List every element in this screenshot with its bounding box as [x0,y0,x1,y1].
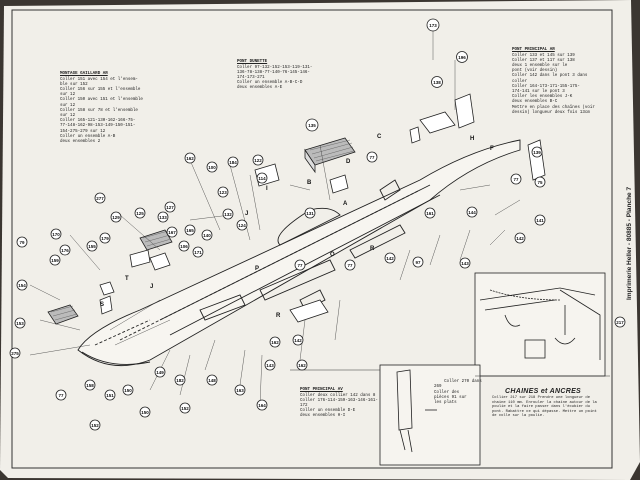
svg-text:163: 163 [236,388,244,393]
svg-text:150: 150 [124,388,132,393]
note-collier-270: Coller 270 dans 269 Coller des pièces 91… [434,375,482,411]
svg-text:131: 131 [306,211,314,216]
svg-text:162: 162 [298,363,306,368]
svg-text:164: 164 [258,403,266,408]
svg-text:184: 184 [229,160,237,165]
svg-text:R: R [276,313,281,319]
svg-text:J: J [150,284,153,290]
svg-text:165: 165 [186,228,194,233]
svg-text:J: J [245,211,248,217]
svg-text:77: 77 [369,155,375,160]
note-collier-270-text: Coller 270 dans 269 Coller des pièces 91… [434,380,482,406]
svg-text:124: 124 [238,223,246,228]
printer-side-label: Imprimerie Heller - 80885 - Planche 7 [626,186,633,300]
svg-text:153: 153 [16,321,24,326]
note-pont-dunette-text: Coller 97-132-152-153-119-131- 136-78-13… [237,65,313,91]
svg-text:122: 122 [254,158,262,163]
svg-text:139: 139 [533,150,541,155]
svg-text:I: I [266,186,268,192]
svg-text:O: O [330,252,335,258]
svg-text:125: 125 [136,211,144,216]
svg-text:140: 140 [203,233,211,238]
svg-text:129: 129 [112,215,120,220]
svg-text:P: P [255,266,259,272]
svg-text:132: 132 [224,212,232,217]
svg-text:142: 142 [516,236,524,241]
svg-text:143: 143 [461,261,469,266]
svg-text:152: 152 [181,406,189,411]
svg-text:143: 143 [266,363,274,368]
svg-text:182: 182 [176,378,184,383]
svg-text:162: 162 [186,156,194,161]
svg-text:176: 176 [61,248,69,253]
svg-text:142: 142 [294,338,302,343]
svg-text:R: R [370,246,375,252]
note-pont-principal-av-text: Coller deux collier 142 dans 8 Coller 17… [300,393,378,419]
svg-text:S: S [100,302,104,308]
svg-text:B: B [307,180,312,186]
svg-text:133: 133 [159,215,167,220]
svg-text:162: 162 [271,340,279,345]
svg-text:152: 152 [91,423,99,428]
svg-text:C: C [377,134,382,140]
svg-text:138: 138 [433,80,441,85]
svg-text:127: 127 [166,205,174,210]
svg-text:77: 77 [513,177,519,182]
svg-text:D: D [346,159,351,165]
mast-detail-inset [379,364,481,466]
svg-text:144: 144 [468,210,476,215]
svg-text:148: 148 [208,378,216,383]
svg-text:173: 173 [429,23,437,28]
svg-text:106: 106 [180,244,188,249]
chains-anchors-inset [474,272,606,377]
svg-text:114: 114 [258,176,266,181]
svg-text:F: F [490,146,494,152]
svg-text:141: 141 [536,218,544,223]
svg-text:159: 159 [51,258,59,263]
svg-text:79: 79 [19,240,25,245]
svg-text:217: 217 [616,320,624,325]
hull-drawing [77,139,521,367]
svg-text:149: 149 [156,370,164,375]
svg-text:135: 135 [308,123,316,128]
svg-text:171: 171 [194,250,202,255]
svg-text:123: 123 [219,190,227,195]
svg-text:277: 277 [96,196,104,201]
svg-text:158: 158 [86,383,94,388]
svg-text:T: T [125,276,129,282]
svg-text:100: 100 [208,165,216,170]
svg-text:150: 150 [141,410,149,415]
svg-text:77: 77 [58,393,64,398]
svg-text:170: 170 [52,232,60,237]
svg-text:97: 97 [415,260,421,265]
chains-anchors-text: Collier 217 sur 218 Prendre une longueur… [492,396,597,419]
svg-text:155: 155 [88,244,96,249]
svg-text:154: 154 [18,283,26,288]
svg-text:161: 161 [426,211,434,216]
note-pont-principal-ar-text: Coller 133 et 145 sur 139 Coller 137 et … [512,53,595,115]
svg-text:167: 167 [168,230,176,235]
svg-text:275: 275 [11,351,19,356]
svg-text:77: 77 [297,263,303,268]
svg-text:142: 142 [386,256,394,261]
svg-text:H: H [470,136,474,142]
note-gaillard-text: Coller 151 avec 154 et l'ensem- ble sur … [60,77,143,145]
svg-text:77: 77 [347,263,353,268]
svg-text:179: 179 [101,236,109,241]
chains-anchors-title: CHAINES et ANCRES [505,388,582,395]
svg-text:196: 196 [458,55,466,60]
svg-text:151: 151 [106,393,114,398]
svg-text:A: A [343,201,348,207]
svg-text:75: 75 [537,180,543,185]
